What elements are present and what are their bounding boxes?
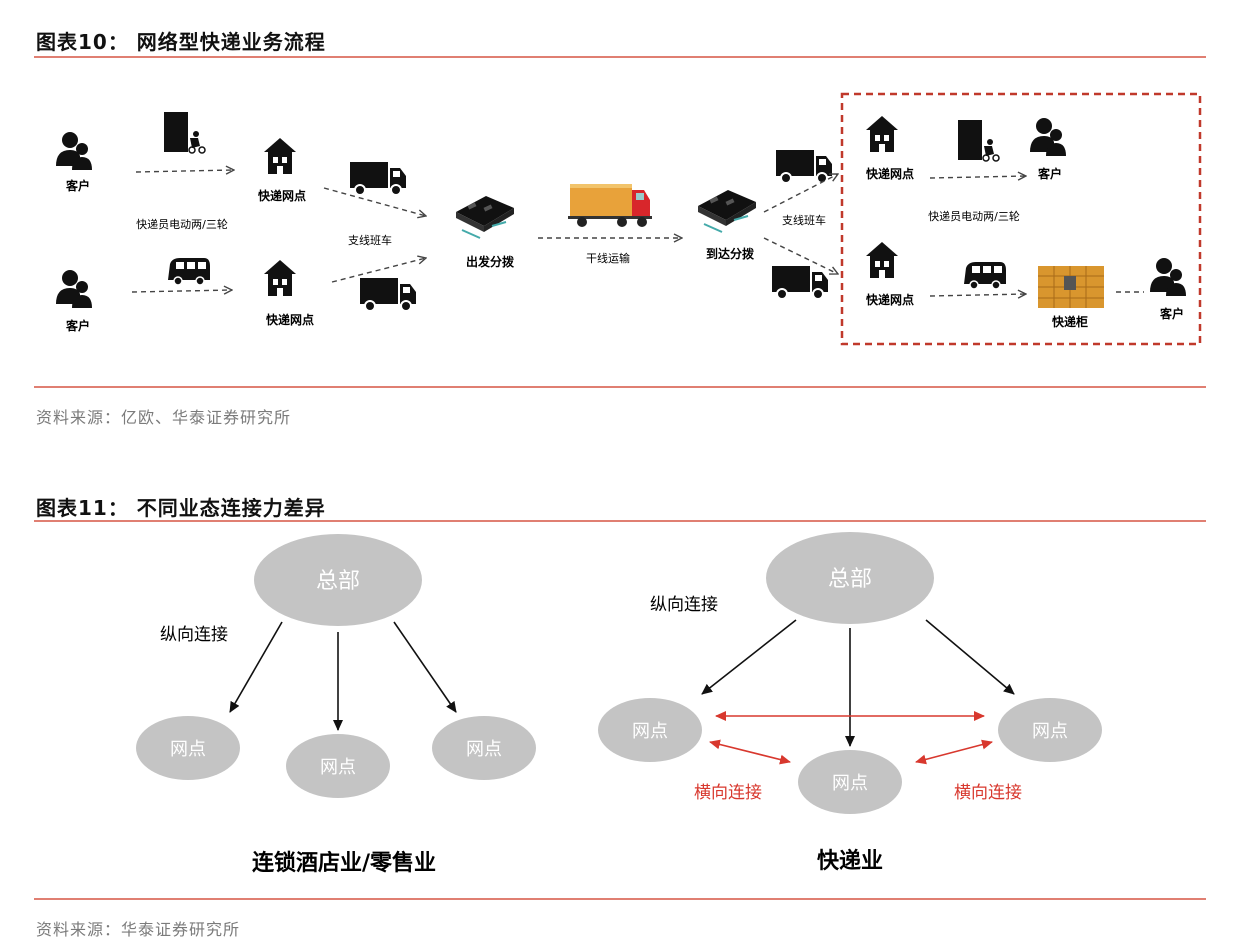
courier-vehicle-label-right: 快递员电动两/三轮 — [928, 209, 1020, 223]
outlet-label-top: 快递网点 — [258, 188, 306, 203]
figure11-top-rule — [34, 520, 1206, 522]
flow-arrow — [135, 170, 234, 172]
customer-icon — [56, 132, 92, 170]
customer-icon — [56, 270, 92, 308]
hq-node — [766, 532, 934, 624]
vertical-connection-label: 纵向连接 — [160, 625, 228, 645]
departure-sorting-label: 出发分拨 — [466, 254, 515, 269]
van-icon — [167, 257, 211, 286]
flow-arrow — [323, 187, 426, 216]
chain-retail-diagram: 总部 纵向连接 网点 网点 网点 连锁酒店业/零售业 — [136, 534, 536, 876]
locker-label: 快递柜 — [1052, 314, 1088, 329]
figure10-title: 图表10： 网络型快递业务流程 — [36, 30, 326, 54]
outlet-label: 网点 — [320, 757, 356, 778]
last-mile-dashed-box — [840, 92, 1202, 346]
figure10-source: 资料来源：亿欧、华泰证券研究所 — [36, 408, 292, 427]
outlet-house-icon — [866, 116, 898, 152]
figure10-top-rule — [34, 56, 1206, 58]
horizontal-connection-label: 横向连接 — [954, 783, 1022, 803]
big-truck-icon — [568, 184, 652, 227]
customer-label-top: 客户 — [65, 178, 90, 193]
flow-arrow — [331, 258, 426, 283]
truck-icon — [349, 161, 407, 196]
connectivity-comparison-diagram: 总部 纵向连接 网点 网点 网点 连锁酒店业/零售业 总部 纵向连接 网点 网点… — [136, 532, 1102, 876]
outlet-label: 网点 — [170, 739, 206, 760]
courier-scooter-icon — [957, 119, 1000, 162]
flow-arrow — [131, 290, 232, 292]
express-delivery-caption: 快递业 — [817, 848, 883, 874]
courier-vehicle-label: 快递员电动两/三轮 — [136, 217, 228, 231]
outlet-label: 网点 — [466, 739, 502, 760]
vertical-connection-label: 纵向连接 — [650, 595, 718, 615]
sorting-machine-icon — [697, 189, 757, 233]
truck-icon — [359, 277, 417, 312]
express-process-flow-diagram: 客户 客户 快递员电动两/三轮 快递网点 快递网点 支线班车 出发分拨 干线运输… — [56, 92, 1202, 346]
hq-node — [254, 534, 422, 626]
outlet-house-icon — [264, 138, 296, 174]
outlet-label: 网点 — [1032, 721, 1068, 742]
outlet-label-right-top: 快递网点 — [866, 166, 914, 181]
express-delivery-diagram: 总部 纵向连接 网点 网点 网点 横向连接 横向连接 快递业 — [598, 532, 1102, 874]
customer-label-bottom: 客户 — [65, 318, 90, 333]
flow-arrow — [929, 294, 1026, 296]
figure10-bottom-rule — [34, 386, 1206, 388]
vertical-arrow — [393, 621, 457, 713]
sorting-machine-icon — [455, 195, 515, 239]
chain-retail-caption: 连锁酒店业/零售业 — [252, 850, 436, 876]
customer-icon — [1030, 118, 1066, 156]
flow-arrow — [763, 174, 838, 213]
figure11-bottom-rule — [34, 898, 1206, 900]
branch-truck-label: 支线班车 — [348, 233, 392, 247]
outlet-label: 网点 — [832, 773, 868, 794]
outlet-node — [286, 734, 390, 798]
outlet-node — [432, 716, 536, 780]
outlet-node — [998, 698, 1102, 762]
customer-label-right-top: 客户 — [1037, 166, 1062, 181]
courier-scooter-icon — [163, 111, 206, 154]
outlet-label: 网点 — [632, 721, 668, 742]
customer-icon — [1150, 258, 1186, 296]
vertical-arrow — [925, 619, 1015, 695]
vertical-arrow — [701, 619, 797, 695]
truck-icon — [771, 265, 829, 300]
outlet-node — [136, 716, 240, 780]
outlet-node — [798, 750, 902, 814]
arrival-sorting-label: 到达分拨 — [706, 246, 755, 261]
horizontal-arrow — [709, 739, 791, 765]
vertical-arrow — [229, 621, 283, 713]
flow-arrow — [763, 237, 838, 274]
outlet-label-bottom: 快递网点 — [266, 312, 314, 327]
van-icon — [963, 261, 1007, 290]
outlet-label-right-bottom: 快递网点 — [866, 292, 914, 307]
figure11-title: 图表11： 不同业态连接力差异 — [36, 496, 326, 520]
outlet-house-icon — [866, 242, 898, 278]
horizontal-connection-label: 横向连接 — [694, 783, 762, 803]
customer-label-right-bottom: 客户 — [1159, 306, 1184, 321]
branch-truck-label-right: 支线班车 — [782, 213, 826, 227]
hq-label: 总部 — [828, 567, 872, 592]
trunk-transport-label: 干线运输 — [586, 251, 630, 265]
hq-label: 总部 — [316, 569, 360, 594]
figure11-source: 资料来源：华泰证券研究所 — [36, 920, 241, 939]
truck-icon — [775, 149, 833, 184]
flow-arrow — [929, 176, 1026, 178]
outlet-node — [598, 698, 702, 762]
outlet-house-icon — [264, 260, 296, 296]
parcel-locker-icon — [1038, 266, 1104, 308]
horizontal-arrow — [915, 739, 993, 765]
